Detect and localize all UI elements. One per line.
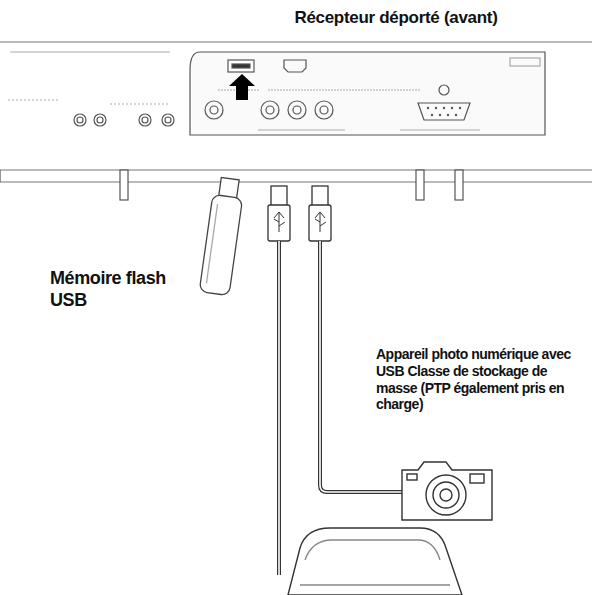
title: Récepteur déporté (avant) xyxy=(236,8,556,28)
part-label: Mémoire flash USB xyxy=(50,268,200,311)
device-label: Appareil photo numérique avec USB Classe… xyxy=(376,346,590,413)
